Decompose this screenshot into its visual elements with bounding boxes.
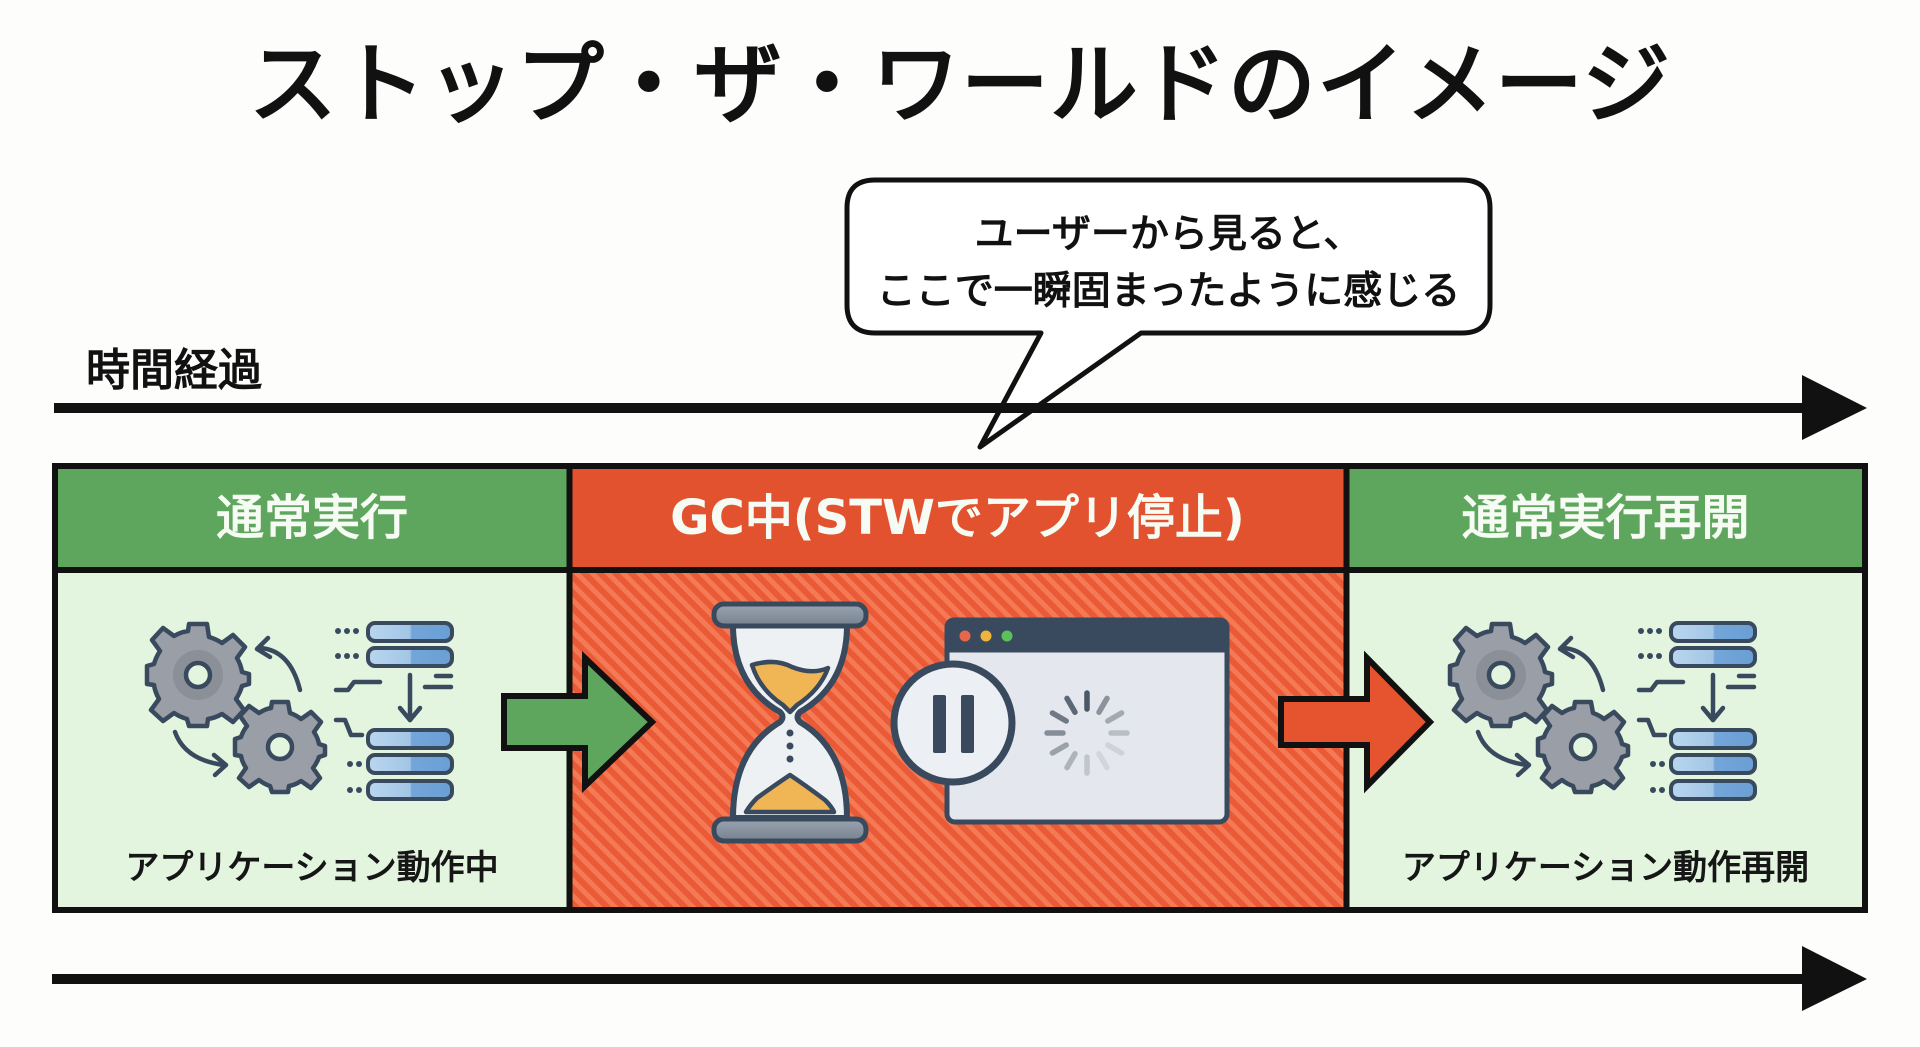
spinner-tick [1064,751,1078,771]
phase-header-gc: GC中(STWでアプリ停止) [670,490,1245,546]
phase-header-resumed: 通常実行再開 [1461,490,1750,546]
timeline-label: 時間経過 [86,345,262,396]
transition-arrow-red [1278,650,1435,794]
callout-bubble [844,177,1493,450]
phase-header-bg-gc [569,466,1346,570]
spinner-tick [1096,751,1110,771]
window-dot-yellow [980,630,992,642]
spinner-tick [1064,695,1078,715]
page-title: ストップ・ザ・ワールドのイメージ [248,33,1672,136]
spinner-tick [1049,710,1069,724]
timeline-arrow-top [54,375,1867,440]
hourglass-icon [711,601,869,844]
spinner-tick [1105,710,1125,724]
phase-caption-resumed: アプリケーション動作再開 [1401,848,1810,888]
phase-header-running: 通常実行 [215,490,408,546]
pause-icon [890,660,1016,786]
spinner-tick [1096,695,1110,715]
loading-spinner-icon [1044,690,1130,776]
callout-line-1: ユーザーから見ると、 [974,212,1363,257]
callout-line-2: ここで一瞬固まったように感じる [876,269,1461,314]
spinner-tick [1105,742,1125,756]
window-dot-green [1001,630,1013,642]
phase-header-bg-running [55,466,569,570]
window-dot-red [959,630,971,642]
phase-caption-running: アプリケーション動作中 [125,848,499,888]
transition-arrow-green [501,650,657,794]
spinner-tick [1049,742,1069,756]
phase-header-bg-resumed [1346,466,1865,570]
callout-text: ユーザーから見ると、 ここで一瞬固まったように感じる [845,206,1492,320]
timeline-arrow-bottom [52,946,1867,1011]
